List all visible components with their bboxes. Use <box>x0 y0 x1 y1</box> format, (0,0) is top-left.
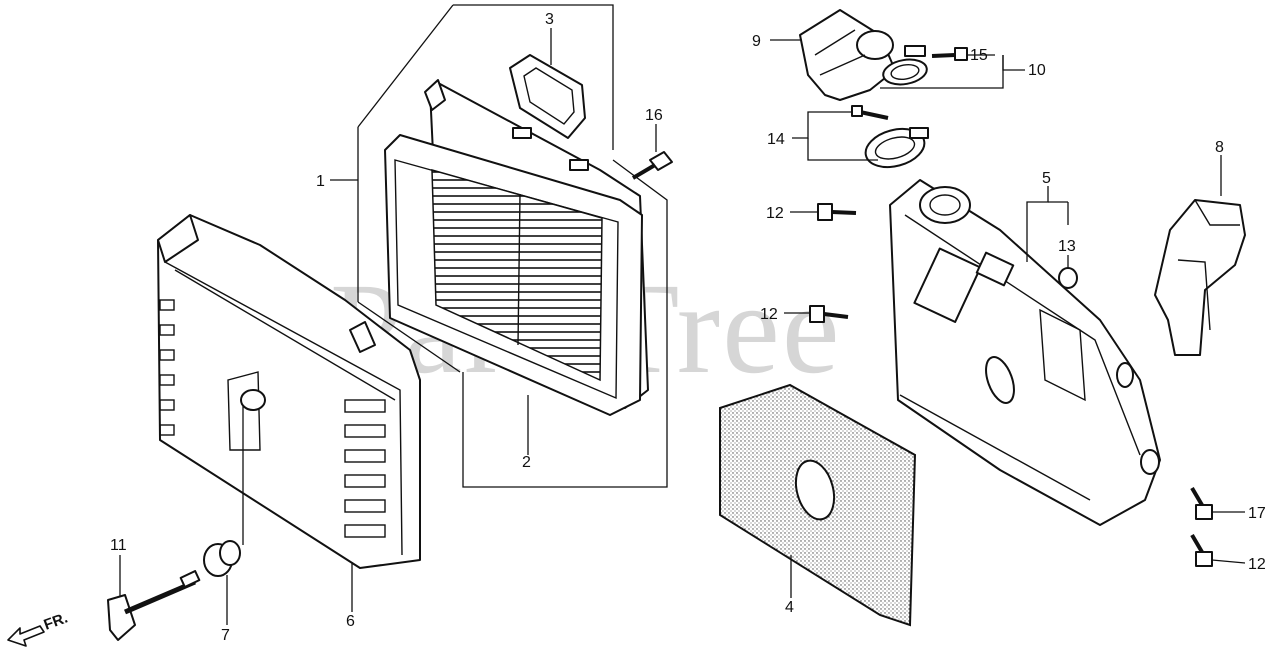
callout-4: 4 <box>785 599 794 616</box>
callout-1: 1 <box>316 173 325 190</box>
gasket[interactable] <box>509 54 586 139</box>
callout-5: 5 <box>1042 170 1051 187</box>
clip-11[interactable] <box>107 570 201 641</box>
callout-9: 9 <box>752 33 761 50</box>
callout-8: 8 <box>1215 139 1224 156</box>
nut-13[interactable] <box>1058 267 1078 289</box>
bolt-16[interactable] <box>631 151 673 180</box>
clamp-14[interactable] <box>851 105 929 173</box>
bolt-15[interactable] <box>931 47 968 61</box>
element-kit-bracket <box>357 4 668 488</box>
callout-12-upper: 12 <box>766 205 784 222</box>
callout-3: 3 <box>545 11 554 28</box>
callout-13: 13 <box>1058 238 1076 255</box>
front-label: FR. <box>42 610 71 634</box>
air-cleaner-cover[interactable] <box>157 214 421 569</box>
bolt-17[interactable] <box>1190 486 1213 520</box>
callout-7: 7 <box>221 627 230 644</box>
callout-12-lower: 12 <box>1248 556 1266 573</box>
foam-element[interactable] <box>719 383 917 627</box>
callout-17: 17 <box>1248 505 1266 522</box>
callout-15: 15 <box>970 47 988 64</box>
air-guide-8[interactable] <box>1154 199 1246 356</box>
callout-11: 11 <box>110 537 127 554</box>
bolt-12-middle[interactable] <box>809 305 849 323</box>
front-arrow-icon <box>7 625 45 647</box>
front-arrow-indicator: FR. <box>7 610 71 647</box>
air-cleaner-element[interactable] <box>384 79 649 416</box>
callout-labels: 1 2 3 4 5 6 7 8 9 10 11 12 12 12 13 14 1… <box>110 11 1266 644</box>
air-cleaner-case[interactable] <box>889 179 1161 526</box>
callout-14: 14 <box>767 131 785 148</box>
intake-elbow-9[interactable] <box>799 9 896 101</box>
callout-16: 16 <box>645 107 663 124</box>
grommet-7[interactable] <box>203 540 241 577</box>
callout-12-middle: 12 <box>760 306 778 323</box>
callout-10: 10 <box>1028 62 1046 79</box>
leader-lines <box>119 28 1246 625</box>
callout-6: 6 <box>346 613 355 630</box>
bolt-12-lower[interactable] <box>1190 533 1213 567</box>
bolt-12-upper[interactable] <box>817 203 857 221</box>
callout-2: 2 <box>522 454 531 471</box>
clamp-10[interactable] <box>881 45 928 88</box>
